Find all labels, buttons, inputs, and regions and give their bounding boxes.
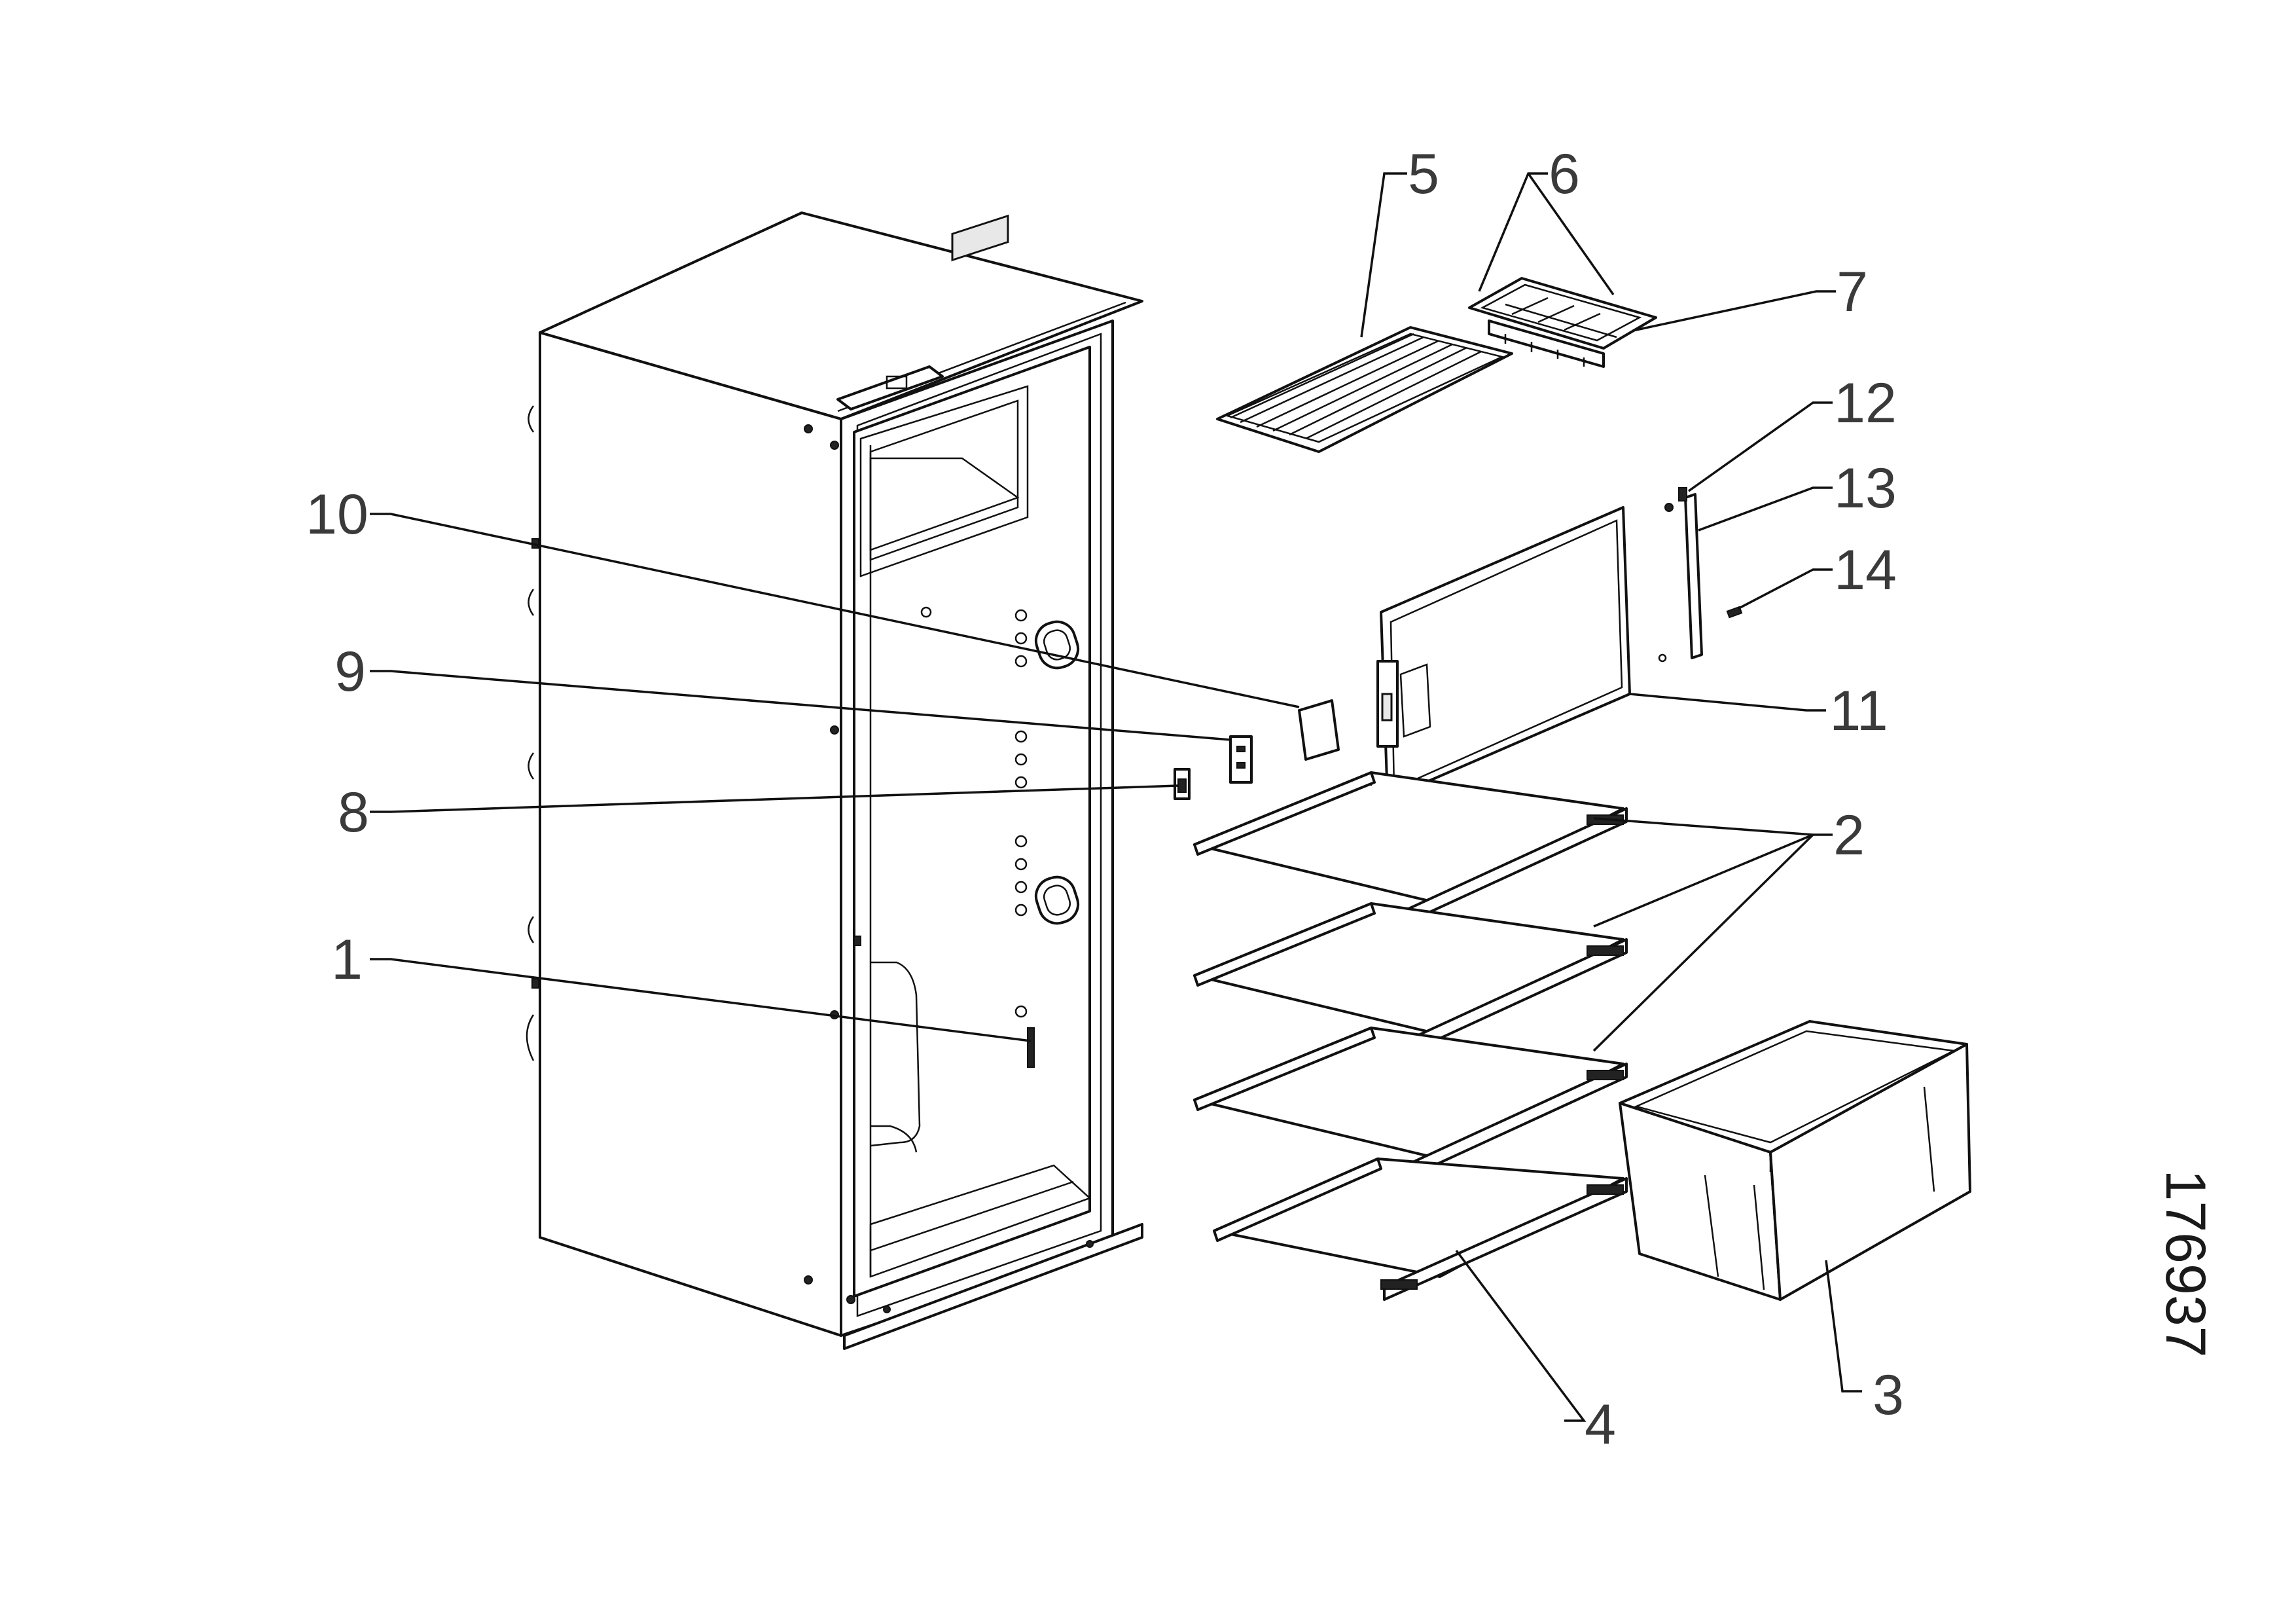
callout-labels: 1 2 3 4 5 6 7 8 9 10 11 12 13 14 (306, 143, 1904, 1456)
freezer-door-flap (1376, 506, 1631, 800)
callout-5: 5 (1408, 143, 1439, 206)
callout-12: 12 (1834, 372, 1897, 435)
callout-6: 6 (1549, 143, 1580, 206)
glass-shelf-4 (1213, 1158, 1628, 1301)
small-parts (1027, 699, 1340, 1068)
callout-11: 11 (1829, 680, 1888, 742)
callout-9: 9 (334, 640, 366, 703)
callout-14: 14 (1834, 539, 1897, 602)
callout-3: 3 (1873, 1364, 1904, 1427)
freezer-wire-shelf (1216, 326, 1513, 453)
drawing-number: 176937 (2154, 1170, 2217, 1358)
glass-shelves (1193, 771, 1628, 1301)
ice-tray-assembly (1468, 277, 1657, 368)
door-hinge-bar (1658, 487, 1743, 663)
callout-7: 7 (1837, 261, 1868, 323)
refrigerator-cabinet (526, 211, 1143, 1350)
callout-13: 13 (1834, 457, 1897, 520)
glass-shelf-1 (1193, 771, 1628, 934)
callout-2: 2 (1833, 804, 1865, 867)
callout-1: 1 (331, 928, 363, 991)
callout-10: 10 (306, 483, 368, 546)
callout-8: 8 (338, 781, 369, 844)
callout-4: 4 (1585, 1393, 1616, 1456)
leader-lines (370, 172, 1862, 1422)
crisper-drawer (1619, 1020, 1971, 1301)
